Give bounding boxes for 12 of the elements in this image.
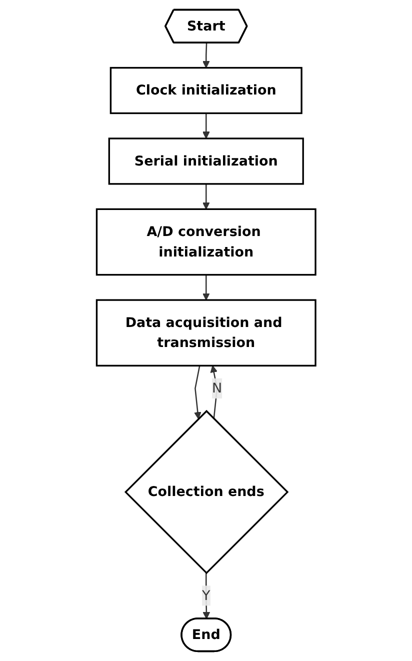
node-diamond: Collection ends: [124, 410, 289, 574]
edge-label: Y: [202, 587, 210, 604]
node-box: A/D conversion initialization: [96, 208, 316, 276]
node-box: Clock initialization: [110, 66, 302, 114]
arrow: [202, 42, 210, 68]
arrow: [194, 366, 202, 420]
arrow: [202, 113, 210, 139]
arrow: [202, 184, 210, 210]
node-box: Data acquisition and transmission: [96, 299, 316, 367]
arrow: [202, 274, 210, 300]
edge-label: N: [212, 380, 222, 396]
node-box: Serial initialization: [108, 138, 304, 185]
